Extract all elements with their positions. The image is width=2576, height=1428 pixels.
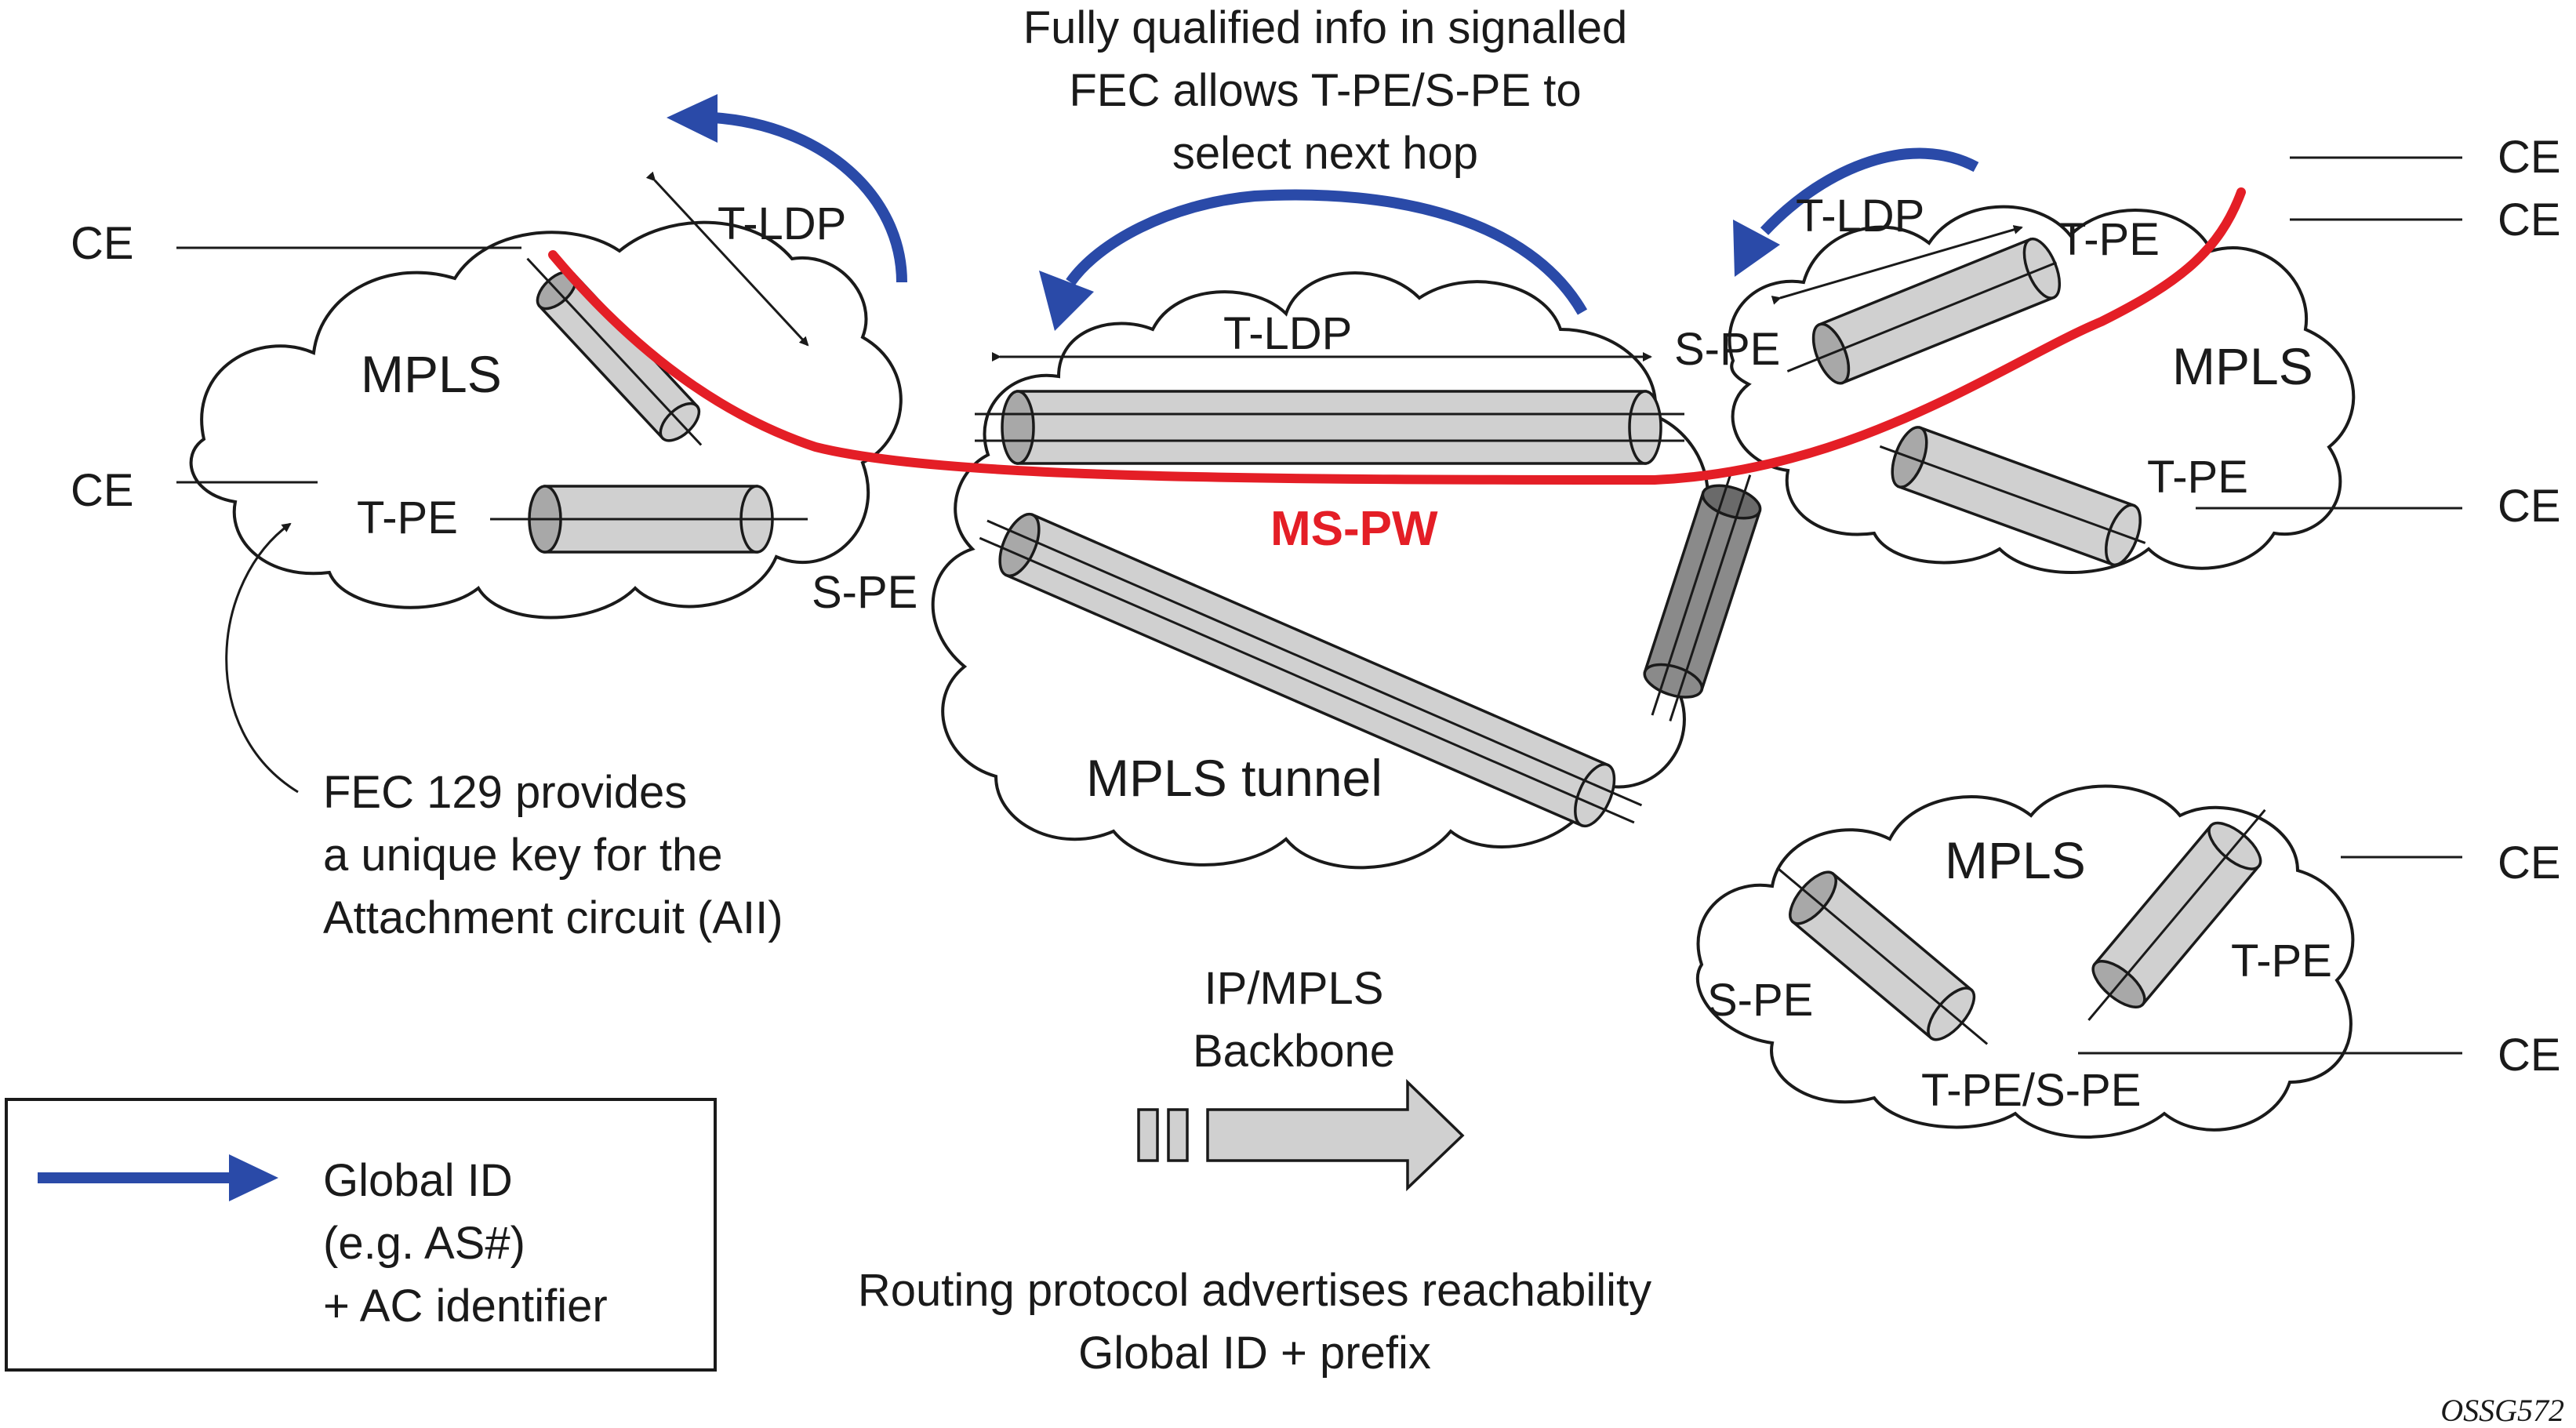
backbone-label: IP/MPLS Backbone — [1193, 963, 1395, 1077]
ms-pw-label: MS-PW — [1270, 502, 1438, 556]
tpe-label: T-PE — [2231, 936, 2332, 987]
tldp-arrows — [645, 171, 2023, 362]
svg-text:Fully qualified info in signal: Fully qualified info in signalled — [1023, 2, 1628, 53]
ce-label: CE — [2498, 194, 2561, 245]
tpe-spe-label: T-PE/S-PE — [1921, 1065, 2141, 1116]
tldp-label: T-LDP — [718, 198, 846, 249]
legend-line3: + AC identifier — [323, 1281, 608, 1332]
ce-label: CE — [2498, 1030, 2561, 1081]
legend-text: Global ID (e.g. AS#) + AC identifier — [323, 1155, 608, 1332]
tunnel-center-tldp — [975, 390, 1684, 465]
fec129-pointer — [225, 522, 299, 794]
ms-pw-path — [548, 187, 2246, 485]
spe-label: S-PE — [1707, 975, 1813, 1026]
annotation-fec129-line3: Attachment circuit (AII) — [323, 892, 783, 943]
mpls-tunnel-label: MPLS tunnel — [1086, 749, 1382, 807]
svg-text:Routing protocol advertises re: Routing protocol advertises reachability — [858, 1265, 1651, 1316]
routing-line1: Routing protocol advertises reachability — [858, 1265, 1651, 1316]
legend-line2: (e.g. AS#) — [323, 1218, 525, 1269]
svg-text:Backbone: Backbone — [1193, 1026, 1395, 1077]
tldp-label: T-LDP — [1223, 308, 1352, 359]
tunnel-left-lower — [490, 485, 808, 554]
tunnel-top-right-lower — [1879, 426, 2146, 567]
blue-arc-right — [1733, 147, 1979, 277]
svg-text:IP/MPLS: IP/MPLS — [1204, 963, 1384, 1014]
svg-text:Global ID + prefix: Global ID + prefix — [1078, 1328, 1431, 1379]
ce-connections — [176, 156, 2462, 1055]
mpls-label: MPLS — [2172, 337, 2313, 395]
ce-label: CE — [71, 465, 134, 516]
routing-line2: Global ID + prefix — [1078, 1328, 1431, 1379]
svg-text:Attachment circuit (AII): Attachment circuit (AII) — [323, 892, 783, 943]
backbone-line1: IP/MPLS — [1204, 963, 1384, 1014]
ce-label: CE — [2498, 481, 2561, 532]
legend-arrow-icon — [38, 1154, 278, 1201]
tpe-label: T-PE — [2058, 214, 2160, 265]
svg-text:FEC allows T-PE/S-PE to: FEC allows T-PE/S-PE to — [1069, 65, 1581, 116]
annotation-fec129: FEC 129 provides a unique key for the At… — [323, 767, 783, 943]
tunnel-bottom-right-tpe — [2087, 808, 2266, 1021]
ce-label: CE — [2498, 838, 2561, 888]
backbone-line2: Backbone — [1193, 1026, 1395, 1077]
tldp-label: T-LDP — [1796, 191, 1924, 242]
svg-text:(e.g. AS#): (e.g. AS#) — [323, 1218, 525, 1269]
svg-text:Global ID: Global ID — [323, 1155, 513, 1206]
annotation-top-line1: Fully qualified info in signalled — [1023, 2, 1628, 53]
tpe-label: T-PE — [357, 492, 458, 543]
svg-text:a unique key for the: a unique key for the — [323, 830, 722, 881]
blue-arc-center — [1039, 189, 1588, 331]
mpls-label: MPLS — [1945, 831, 2086, 889]
figure-tag: OSSG572 — [2440, 1393, 2564, 1428]
annotation-top-line3: select next hop — [1172, 128, 1478, 179]
legend — [5, 1098, 717, 1372]
mpls-label: MPLS — [361, 345, 502, 403]
ce-label: CE — [2498, 132, 2561, 183]
tunnel-center-dark — [1643, 468, 1762, 721]
svg-text:+ AC identifier: + AC identifier — [323, 1281, 608, 1332]
spe-label: S-PE — [812, 567, 917, 618]
annotation-routing: Routing protocol advertises reachability… — [858, 1265, 1651, 1379]
annotation-fec129-line1: FEC 129 provides — [323, 767, 687, 818]
blue-arc-left — [667, 94, 907, 283]
annotation-top-line2: FEC allows T-PE/S-PE to — [1069, 65, 1581, 116]
svg-text:FEC 129 provides: FEC 129 provides — [323, 767, 687, 818]
ce-label: CE — [71, 218, 134, 269]
spe-label: S-PE — [1674, 324, 1780, 375]
backbone-arrow — [1137, 1078, 1465, 1192]
annotation-fec129-line2: a unique key for the — [323, 830, 722, 881]
tunnel-center-mpls — [979, 512, 1643, 828]
annotation-top: Fully qualified info in signalled FEC al… — [1023, 2, 1628, 179]
legend-line1: Global ID — [323, 1155, 513, 1206]
tunnel-bottom-right-spe — [1776, 867, 1989, 1045]
svg-text:select next hop: select next hop — [1172, 128, 1478, 179]
tpe-label: T-PE — [2147, 452, 2248, 503]
